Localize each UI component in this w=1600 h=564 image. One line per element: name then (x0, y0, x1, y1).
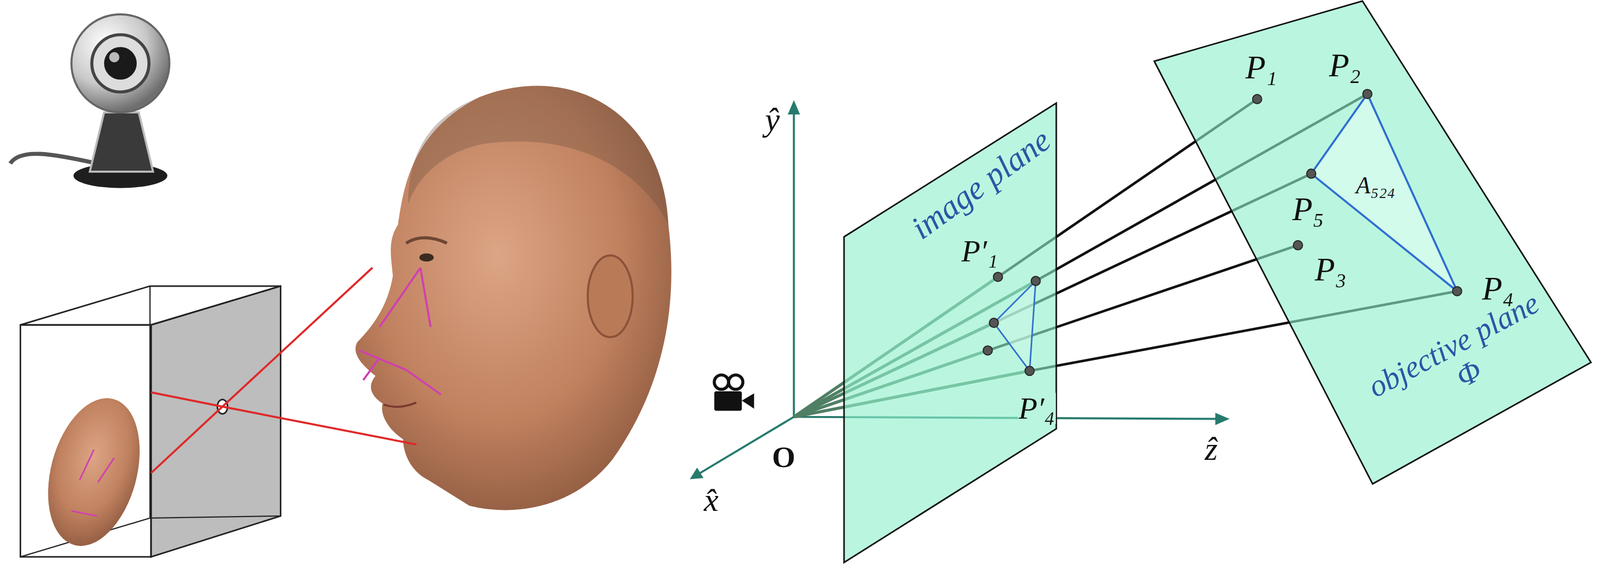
object-point-label: P₅ (1291, 192, 1325, 226)
webcam-cable (10, 153, 97, 164)
camera-icon-reel (714, 374, 729, 390)
image-point (1024, 366, 1035, 376)
point-dots (983, 89, 1462, 376)
face-landmark-lines (359, 267, 441, 395)
camera-icon-body (714, 391, 742, 411)
projection-ray (150, 392, 417, 445)
face-hair (408, 85, 669, 225)
inverted-face-lines (71, 449, 115, 516)
camera-icon-reel (728, 374, 744, 390)
image-point-label: P′₄ (1017, 392, 1057, 424)
image-point (1031, 276, 1041, 286)
object-point-label: P₄ (1480, 272, 1515, 306)
plane-shape (1154, 1, 1592, 484)
face-eye (419, 253, 434, 262)
webcam-lens (104, 46, 137, 80)
face-mouth (383, 402, 417, 407)
object-point (1306, 169, 1317, 179)
object-triangle (1311, 93, 1458, 292)
origin-label: O (770, 442, 797, 473)
face-ear (587, 255, 633, 338)
object-point (1293, 240, 1303, 250)
objective-plane: objective plane Φ (1153, 0, 1592, 485)
axis-label: ẑ (1203, 432, 1219, 466)
y-axis (793, 110, 796, 417)
object-point (1362, 89, 1373, 99)
axis-arrowhead (1215, 412, 1230, 426)
box-front-face (20, 324, 151, 557)
axis-label: x̂ (702, 483, 720, 517)
lens-highlight (109, 52, 120, 63)
webcam-ring (91, 34, 149, 92)
axis-arrowhead (787, 99, 801, 115)
plane-outline (1153, 0, 1592, 485)
image-point (983, 345, 993, 356)
image-plane: image plane (843, 102, 1058, 564)
camera-icon-lens (742, 393, 755, 409)
object-point (1252, 94, 1262, 104)
face-illustration (355, 85, 672, 510)
webcam-stand (89, 112, 154, 172)
axis-label: ŷ (764, 103, 781, 137)
object-point-label: P₂ (1327, 48, 1362, 82)
area-label: A₅₂₄ (1354, 173, 1396, 198)
inverted-face-image (32, 387, 156, 556)
plane-shape (844, 103, 1057, 563)
image-triangle (994, 280, 1036, 371)
face-brow (406, 237, 447, 243)
image-point-label: P′₁ (960, 235, 1000, 267)
axis-arrowhead (689, 467, 704, 479)
image-point (989, 317, 999, 328)
webcam-sphere (71, 14, 170, 113)
object-point-label: P₃ (1314, 253, 1348, 286)
image-point (993, 272, 1003, 282)
object-point-label: P₁ (1244, 51, 1278, 84)
object-point (1452, 286, 1462, 296)
projection-ray (150, 267, 373, 473)
